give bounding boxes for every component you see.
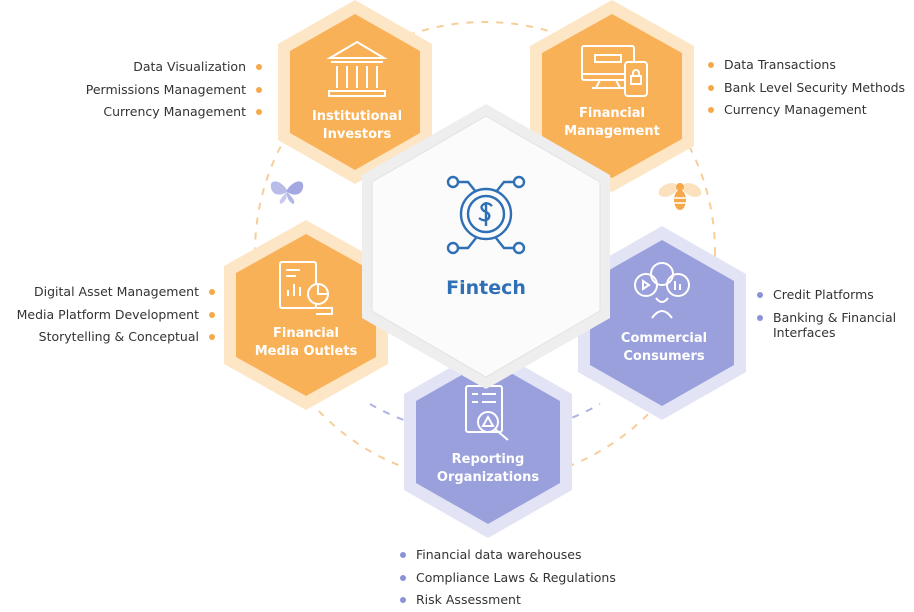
report-document-icon (279, 261, 333, 315)
media-outlets-title-line-2: Media Outlets (255, 344, 358, 359)
list-item: Data Visualization (86, 56, 262, 79)
risk-document-icon (465, 385, 509, 441)
list-item: Digital Asset Management (17, 281, 215, 304)
commercial-items: Credit Platforms Banking & Financial Int… (757, 284, 907, 340)
list-item: Currency Management (708, 99, 905, 122)
financial-management-title-line-1: Financial (579, 106, 645, 121)
list-item: Credit Platforms (757, 284, 907, 307)
dollar-circuit-icon (446, 175, 526, 255)
butterfly-icon (270, 181, 304, 204)
hex-reporting-organizations: Reporting Organizations (404, 346, 572, 538)
hex-institutional-investors: Institutional Investors (278, 0, 432, 184)
hex-fintech-center: Fintech (362, 104, 610, 389)
list-item: Financial data warehouses (400, 544, 616, 567)
list-item: Media Platform Development (17, 304, 215, 327)
bank-building-icon (326, 40, 388, 97)
institutional-title-line-1: Institutional (312, 109, 402, 124)
list-item: Currency Management (86, 101, 262, 124)
list-item: Compliance Laws & Regulations (400, 567, 616, 590)
hex-commercial-consumers: Commercial Consumers (578, 226, 746, 420)
reporting-items: Financial data warehouses Compliance Law… (400, 544, 616, 612)
reporting-title-line-1: Reporting (452, 452, 525, 467)
hex-financial-media-outlets: Financial Media Outlets (224, 220, 388, 410)
commercial-title-line-2: Consumers (623, 349, 704, 364)
list-item: Banking & Financial Interfaces (757, 307, 907, 340)
center-title: Fintech (446, 277, 526, 299)
financial-management-items: Data Transactions Bank Level Security Me… (708, 54, 905, 122)
media-outlets-title-line-1: Financial (273, 326, 339, 341)
list-item: Storytelling & Conceptual (17, 326, 215, 349)
list-item: Risk Assessment (400, 589, 616, 612)
commercial-title-line-1: Commercial (621, 331, 707, 346)
institutional-title-line-2: Investors (323, 127, 392, 142)
media-outlets-items: Digital Asset Management Media Platform … (17, 281, 215, 349)
hex-financial-management: Financial Management (530, 0, 694, 192)
secure-devices-icon (581, 45, 648, 97)
list-item: Permissions Management (86, 79, 262, 102)
list-item: Bank Level Security Methods (708, 77, 905, 100)
institutional-items: Data Visualization Permissions Managemen… (86, 56, 262, 124)
financial-management-title-line-2: Management (564, 124, 660, 139)
list-item: Data Transactions (708, 54, 905, 77)
consumer-analytics-icon (634, 262, 690, 319)
bee-icon (658, 183, 702, 210)
reporting-title-line-2: Organizations (437, 470, 539, 485)
